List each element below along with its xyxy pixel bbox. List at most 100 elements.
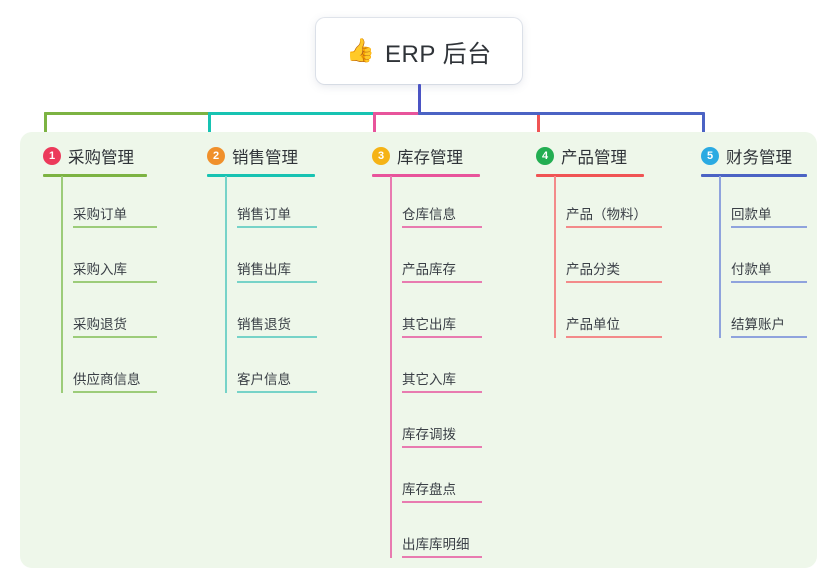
branch-item-label: 付款单 (731, 262, 772, 277)
branch-item-label: 销售退货 (237, 317, 291, 332)
branch-bar-segment-5 (418, 112, 704, 115)
branch-item-rule (73, 336, 157, 338)
branch-item-label: 结算账户 (731, 317, 785, 332)
branch-item-rule (566, 226, 662, 228)
branch-item-label: 客户信息 (237, 372, 291, 387)
branch-item[interactable]: 仓库信息 (402, 202, 482, 228)
branch-item-label: 销售订单 (237, 207, 291, 222)
branch-item-rule (731, 226, 807, 228)
branch-number-badge: 4 (536, 147, 554, 165)
branch-item-label: 销售出库 (237, 262, 291, 277)
branch-item[interactable]: 回款单 (731, 202, 807, 228)
branch-item-rule (402, 556, 482, 558)
branch-item-rule (566, 336, 662, 338)
branch-title-rule (536, 174, 644, 177)
branch-item-rule (731, 281, 807, 283)
branch-item-label: 仓库信息 (402, 207, 456, 222)
branch-spine (225, 176, 227, 393)
branch-spine (554, 176, 556, 338)
branch-item-label: 采购入库 (73, 262, 127, 277)
branch-item[interactable]: 销售退货 (237, 312, 317, 338)
branch-item-label: 产品（物料） (566, 207, 647, 222)
branch-item-label: 采购退货 (73, 317, 127, 332)
branch-bar-segment-2 (208, 112, 375, 115)
branch-item[interactable]: 供应商信息 (73, 367, 157, 393)
branch-header-1[interactable]: 1 采购管理 (43, 144, 134, 168)
branch-title: 产品管理 (561, 149, 627, 167)
branch-item[interactable]: 销售出库 (237, 257, 317, 283)
branch-item-rule (237, 391, 317, 393)
branch-item-label: 产品分类 (566, 262, 620, 277)
branch-number-badge: 2 (207, 147, 225, 165)
branch-item-label: 库存盘点 (402, 482, 456, 497)
branch-item[interactable]: 库存调拨 (402, 422, 482, 448)
branch-item-rule (731, 336, 807, 338)
branch-bar-segment-1 (44, 112, 210, 115)
branch-title: 采购管理 (68, 149, 134, 167)
branch-column-1: 1 采购管理采购订单采购入库采购退货供应商信息 (43, 132, 193, 568)
branch-item-label: 出库库明细 (402, 537, 470, 552)
branch-title: 库存管理 (397, 149, 463, 167)
branch-item-label: 采购订单 (73, 207, 127, 222)
branch-title-rule (701, 174, 807, 177)
branch-item[interactable]: 产品单位 (566, 312, 662, 338)
branch-item-label: 库存调拨 (402, 427, 456, 442)
branch-title-rule (43, 174, 147, 177)
branch-item-rule (566, 281, 662, 283)
branch-item-rule (237, 336, 317, 338)
branch-item[interactable]: 采购退货 (73, 312, 157, 338)
branch-item-rule (237, 226, 317, 228)
branch-item-rule (402, 226, 482, 228)
branch-drop-line-1 (44, 112, 47, 146)
branch-item[interactable]: 销售订单 (237, 202, 317, 228)
branch-item[interactable]: 客户信息 (237, 367, 317, 393)
branch-item[interactable]: 结算账户 (731, 312, 807, 338)
branch-item-rule (402, 501, 482, 503)
branch-item[interactable]: 采购订单 (73, 202, 157, 228)
branch-item-rule (73, 226, 157, 228)
branch-item[interactable]: 付款单 (731, 257, 807, 283)
branch-item-rule (237, 281, 317, 283)
root-stem-line (418, 84, 421, 115)
branch-item-label: 其它入库 (402, 372, 456, 387)
root-title: ERP 后台 (385, 40, 492, 68)
branch-spine (390, 176, 392, 558)
branch-drop-line-2 (208, 112, 211, 146)
branch-item-rule (402, 391, 482, 393)
branch-item[interactable]: 采购入库 (73, 257, 157, 283)
branch-item-label: 产品单位 (566, 317, 620, 332)
branch-header-4[interactable]: 4 产品管理 (536, 144, 627, 168)
branch-item[interactable]: 产品分类 (566, 257, 662, 283)
branch-item[interactable]: 产品（物料） (566, 202, 662, 228)
branch-item-rule (402, 281, 482, 283)
branch-number-badge: 1 (43, 147, 61, 165)
branch-item-rule (402, 446, 482, 448)
branch-item-rule (402, 336, 482, 338)
branch-item-label: 供应商信息 (73, 372, 141, 387)
branch-item-rule (73, 281, 157, 283)
branch-drop-line-4 (537, 112, 540, 146)
branch-number-badge: 5 (701, 147, 719, 165)
branch-item-label: 其它出库 (402, 317, 456, 332)
branch-item[interactable]: 出库库明细 (402, 532, 482, 558)
branch-item-rule (73, 391, 157, 393)
branch-drop-line-5 (702, 112, 705, 146)
branch-drop-line-3 (373, 112, 376, 146)
branch-title-rule (372, 174, 480, 177)
branch-spine (719, 176, 721, 338)
root-node[interactable]: 👍 ERP 后台 (316, 18, 522, 84)
branch-title-rule (207, 174, 315, 177)
branch-item-label: 产品库存 (402, 262, 456, 277)
branch-item[interactable]: 其它入库 (402, 367, 482, 393)
branch-item[interactable]: 库存盘点 (402, 477, 482, 503)
branch-item-label: 回款单 (731, 207, 772, 222)
branch-item[interactable]: 其它出库 (402, 312, 482, 338)
branch-item[interactable]: 产品库存 (402, 257, 482, 283)
